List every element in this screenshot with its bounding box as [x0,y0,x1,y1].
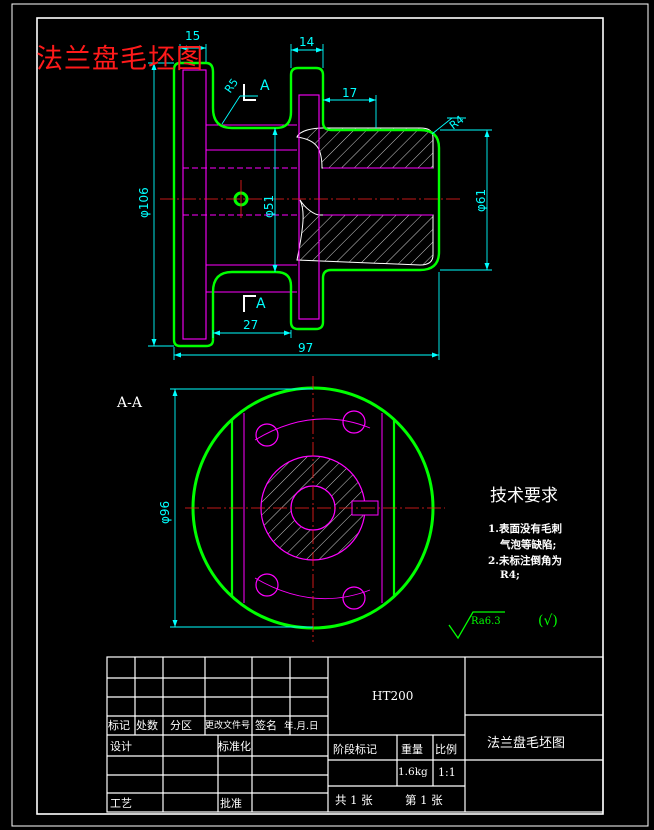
roughness-value: Ra6.3 [471,616,501,627]
drawing-name-cell: 法兰盘毛坯图 [487,736,566,751]
section-flat-sides [230,420,396,597]
sheet-total: 共 1 张 [335,793,373,807]
dim-phi106: φ106 [137,187,151,218]
inner-frame [36,17,604,815]
dim-phi96: φ96 [158,500,172,524]
scale-value: 1:1 [438,766,456,779]
label-weight: 重量 [401,743,423,756]
bolt-holes [255,410,366,610]
roughness-mark: (√) [538,613,558,629]
label-design: 设计 [110,740,132,753]
label-standard: 标准化 [218,740,251,753]
section-flat-outline [243,413,383,603]
inner-contours [182,69,433,340]
section-dimension [170,388,313,628]
hub-section-hatch [296,127,434,169]
title-block-grid [106,656,604,813]
sheet-number: 第 1 张 [405,793,443,807]
label-scale: 比例 [435,743,457,756]
dim-phi51: φ51 [262,194,276,218]
tech-line-2: 2.未标注倒角为 [488,555,562,567]
dim-phi61: φ61 [474,188,488,212]
drawing-title: 法兰盘毛坯图 [36,44,204,75]
material-cell: HT200 [372,689,414,703]
section-marker-bottom: A [256,296,266,312]
label-stage: 阶段标记 [333,743,377,756]
tech-line-1: 1.表面没有毛刺 [488,523,562,535]
outer-frame [11,3,649,827]
hub-section-hatch-bottom [296,199,434,266]
label-approve: 批准 [220,797,242,810]
tech-line-2b: R4; [500,569,520,581]
label-date: 年.月.日 [284,721,319,732]
dim-15: 15 [185,29,201,43]
tech-requirements-heading: 技术要求 [490,486,558,506]
dim-14: 14 [299,35,315,49]
dim-17: 17 [342,86,358,100]
section-centerlines [185,376,445,642]
section-markers [243,84,256,312]
label-process: 工艺 [110,797,132,810]
label-zone: 分区 [170,719,192,732]
label-count: 处数 [136,719,158,732]
tech-line-1b: 气泡等缺陷; [500,539,557,551]
roughness-symbol [448,611,505,640]
dim-97: 97 [298,341,314,355]
section-view-label: A-A [117,395,142,411]
dim-27: 27 [243,318,259,332]
weight-value: 1.6kg [398,766,428,778]
label-change-doc: 更改文件号 [205,721,251,731]
front-view-outline [172,61,441,348]
section-marker-top: A [260,78,270,94]
label-mark: 标记 [108,719,130,732]
front-dimensions [148,44,492,360]
label-sign: 签名 [255,719,277,732]
